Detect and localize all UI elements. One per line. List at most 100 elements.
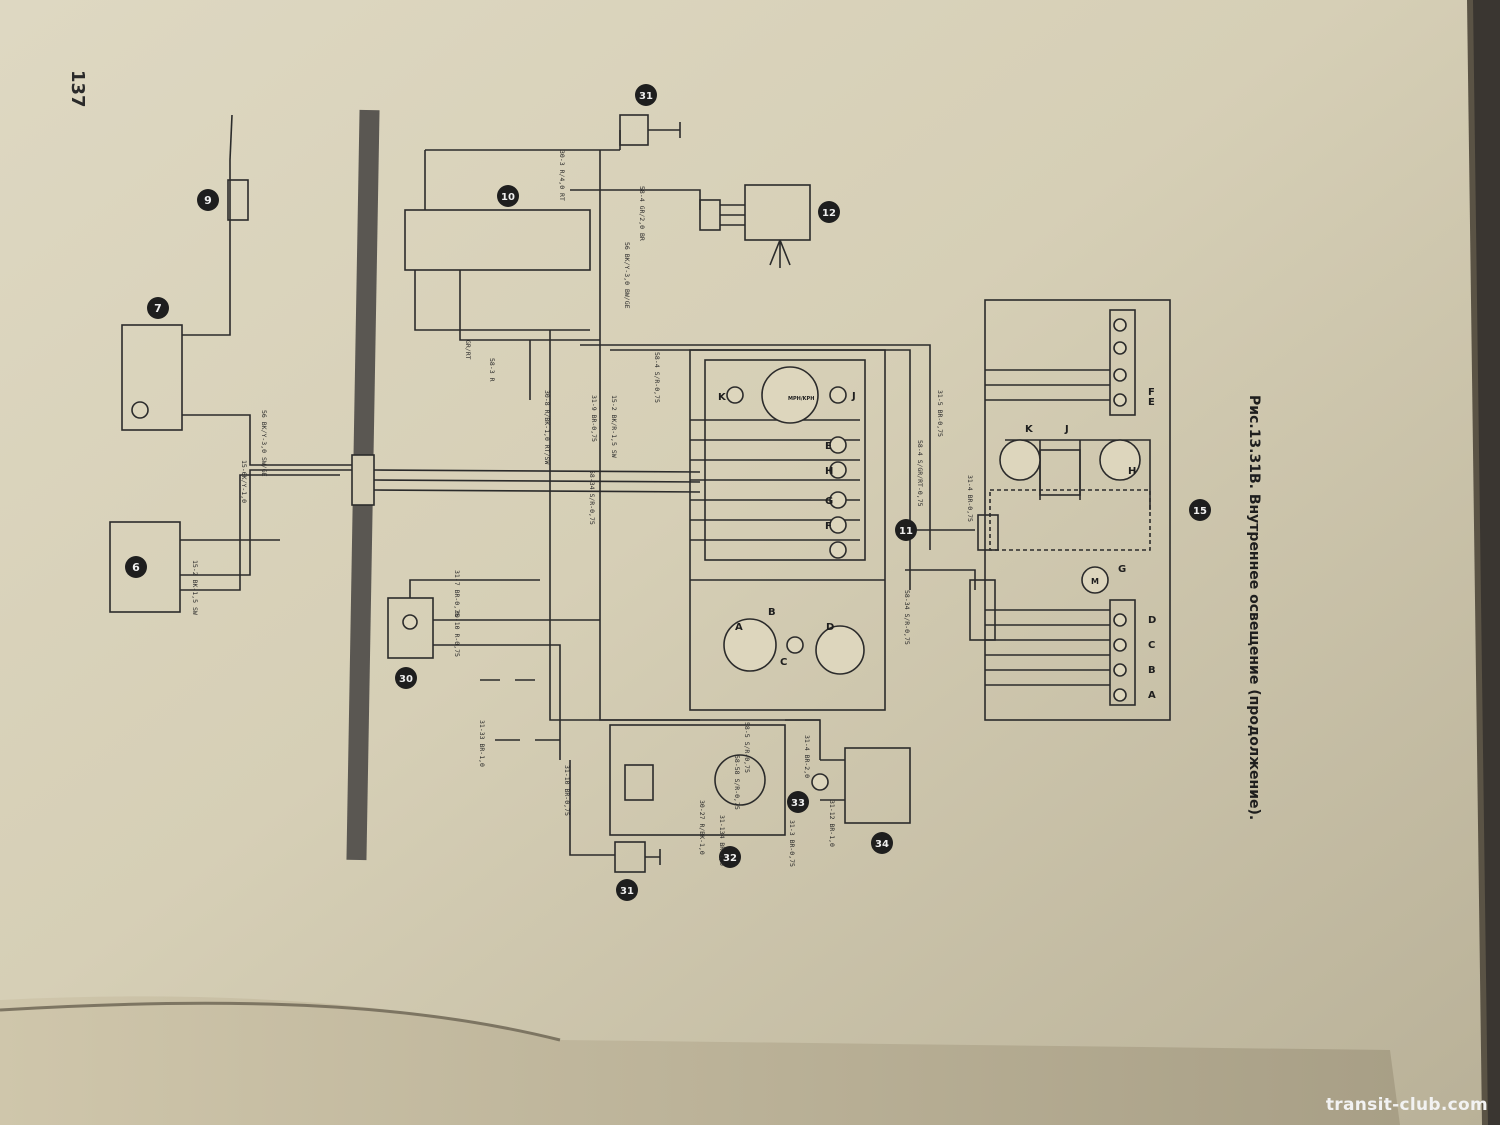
letter-g: G xyxy=(825,496,833,507)
wire xyxy=(905,569,976,590)
callout-31-top-label: 31 xyxy=(639,91,653,102)
label-31-3: 31-3 BR-0,75 xyxy=(788,820,796,867)
callout-bullets: 6 7 9 10 11 12 15 30 31 31 32 33 34 xyxy=(125,84,1211,901)
label-58-58: 58-58 S/R-0,75 xyxy=(733,755,741,810)
label-56: 56 BK/Y-3,0 BW/GE xyxy=(623,242,631,309)
label-31-7: 31-7 BR-0,75 xyxy=(453,570,461,617)
letter-c: C xyxy=(780,657,787,668)
callout-12: 12 xyxy=(818,201,840,223)
component-34-box xyxy=(844,747,911,824)
terminal xyxy=(1113,368,1127,382)
fuse-box-10 xyxy=(404,209,591,271)
callout-30: 30 xyxy=(395,667,417,689)
lamp-e1 xyxy=(829,436,847,454)
label-31-134: 31-134 BR-1,0 xyxy=(718,815,726,866)
cluster-internal-wires xyxy=(690,419,860,541)
callout-32-label: 32 xyxy=(723,853,737,864)
wire xyxy=(820,759,845,801)
label-30-3: 30-3 R/4,0 RT xyxy=(558,150,566,201)
component-15-inner xyxy=(989,489,1151,551)
callout-7: 7 xyxy=(147,297,169,319)
label-31-33: 31-33 BR-1,0 xyxy=(478,720,486,767)
wire xyxy=(1005,439,1151,510)
page-edge xyxy=(0,1001,561,1042)
callout-10: 10 xyxy=(497,185,519,207)
wire xyxy=(599,470,820,721)
lamp-h xyxy=(829,461,847,479)
component-15-box xyxy=(984,299,1171,721)
component-6-box xyxy=(109,521,181,613)
letter-j: J xyxy=(851,391,856,402)
callout-11: 11 xyxy=(895,519,917,541)
callout-6: 6 xyxy=(125,556,147,578)
label-31-4b: 31-4 BR-0,75 xyxy=(966,475,974,522)
label-15-2b: 15-2 BK-1,5 SW xyxy=(191,560,199,615)
letter-f2: F xyxy=(1148,387,1155,398)
watermark: transit-club.com xyxy=(1325,1095,1488,1115)
callout-15-label: 15 xyxy=(1193,506,1207,517)
wire xyxy=(720,204,745,226)
label-30-27: 30-27 R/BK-1,0 xyxy=(698,800,706,855)
callout-33: 33 xyxy=(787,791,809,813)
letter-h2: H xyxy=(1128,466,1136,477)
label-58-5: 58-5 S/R-0,75 xyxy=(743,722,751,773)
label-30-8: 30-8 R/BK-1,0 RT/SW xyxy=(543,390,551,464)
label-58-34: 58-34 S/R-0,75 xyxy=(588,470,596,525)
component-32-plug xyxy=(624,764,654,801)
label-31-9: 31-9 BR-0,75 xyxy=(590,395,598,442)
callout-12-label: 12 xyxy=(822,208,836,219)
callout-34-label: 34 xyxy=(875,839,889,850)
label-31-4: 31-4 BR-2,0 xyxy=(803,735,811,778)
motor-g xyxy=(1081,566,1109,594)
label-15-6: 15-6K/Y-1,0 xyxy=(240,460,248,503)
letter-k: K xyxy=(718,392,727,403)
terminal xyxy=(1113,341,1127,355)
facing-page xyxy=(0,996,1400,1125)
relay-j-box xyxy=(1039,449,1081,496)
page-number: 137 xyxy=(67,70,88,108)
connector-15 xyxy=(969,579,996,641)
letter-a: A xyxy=(735,622,743,633)
wire xyxy=(580,344,931,550)
callout-33-label: 33 xyxy=(791,798,805,809)
switch-12-box xyxy=(744,184,811,241)
wire xyxy=(180,469,360,576)
interior-lamp-h xyxy=(1099,439,1141,481)
wire xyxy=(459,270,600,341)
callout-31-top: 31 xyxy=(635,84,657,106)
label-58-3: 58-3 R xyxy=(488,358,496,382)
terminal xyxy=(1113,663,1127,677)
component-7-box xyxy=(121,324,183,431)
speedo-label: MPH/KPH xyxy=(788,396,814,402)
wire xyxy=(569,760,615,856)
wire xyxy=(409,579,540,598)
callout-6-label: 6 xyxy=(132,561,140,574)
callout-7-label: 7 xyxy=(154,302,162,315)
letter-d2: D xyxy=(1148,615,1156,626)
multiplug-connector xyxy=(351,454,375,506)
callout-30-label: 30 xyxy=(399,674,413,685)
callout-15: 15 xyxy=(1189,499,1211,521)
callout-31-bottom: 31 xyxy=(616,879,638,901)
component-7-lamp xyxy=(131,401,149,419)
wire xyxy=(785,719,821,760)
callout-34: 34 xyxy=(871,832,893,854)
lamp-f xyxy=(829,516,847,534)
letter-m: M xyxy=(1091,577,1099,586)
letter-e: E xyxy=(825,441,832,452)
letter-a2: A xyxy=(1148,690,1156,701)
ground-symbol xyxy=(648,122,681,138)
terminal xyxy=(1113,688,1127,702)
terminal xyxy=(1113,638,1127,652)
terminal xyxy=(1113,393,1127,407)
wire xyxy=(373,469,701,473)
label-30-10: 30-10 R-0,75 xyxy=(453,610,461,657)
interior-lamp-k xyxy=(999,439,1041,481)
terminal-strip-ef xyxy=(1109,309,1136,416)
lamp-k xyxy=(726,386,744,404)
wire xyxy=(373,479,701,483)
speedometer xyxy=(761,366,819,424)
wire xyxy=(985,369,1110,401)
terminal-strip-abcd xyxy=(1109,599,1136,706)
